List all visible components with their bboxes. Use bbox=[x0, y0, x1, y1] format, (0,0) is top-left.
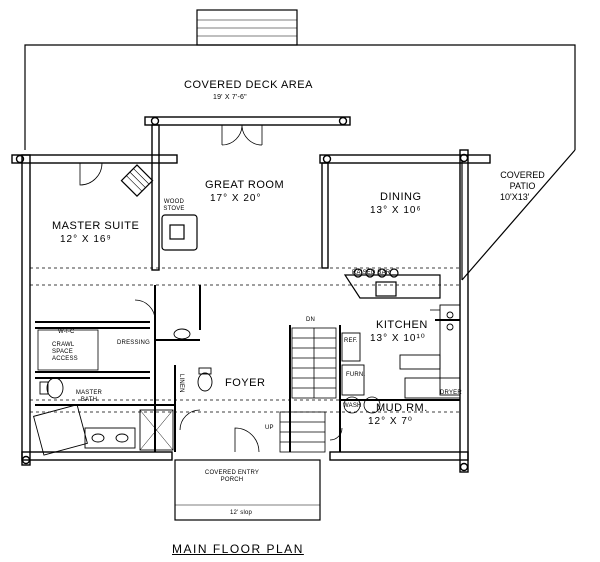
crawl-space bbox=[37, 329, 99, 371]
kitchen-label: KITCHEN bbox=[376, 319, 428, 331]
covered-entry-label: COVERED ENTRY PORCH bbox=[204, 470, 260, 483]
front-door bbox=[234, 427, 260, 453]
mud-room-size: 12° X 7⁰ bbox=[368, 416, 413, 427]
fireplace bbox=[120, 164, 154, 197]
entry-porch bbox=[174, 459, 321, 521]
great-room-size: 17° X 20° bbox=[210, 193, 262, 204]
bath-fixtures bbox=[33, 328, 213, 456]
covered-deck-label: COVERED DECK AREA bbox=[184, 79, 313, 91]
dryer-label: DRYER bbox=[440, 390, 462, 396]
kitchen-size: 13° X 10¹⁰ bbox=[370, 333, 426, 344]
entry-slope-note: 12' slop bbox=[230, 510, 253, 516]
ref-label: REF. bbox=[344, 338, 358, 344]
exterior-walls bbox=[11, 116, 491, 473]
deck-outline bbox=[24, 44, 576, 150]
covered-patio-label: COVERED PATIO bbox=[500, 170, 545, 191]
furn-label: FURN. bbox=[346, 372, 366, 378]
down-label: DN bbox=[306, 317, 316, 323]
raised-bar-label: RAISED BAR bbox=[352, 270, 391, 276]
plan-title: MAIN FLOOR PLAN bbox=[172, 542, 304, 556]
linen-label: LINEN bbox=[178, 374, 184, 393]
master-suite-label: MASTER SUITE bbox=[52, 220, 140, 232]
master-suite-size: 12° X 16⁹ bbox=[60, 234, 112, 245]
raised-bar bbox=[343, 274, 441, 299]
foyer-label: FOYER bbox=[225, 377, 266, 389]
up-label: UP bbox=[265, 425, 274, 431]
kitchen-counters bbox=[341, 304, 461, 399]
stairs bbox=[279, 327, 337, 453]
dining-size: 13° X 10⁶ bbox=[370, 205, 422, 216]
master-bath-label: MASTER BATH bbox=[75, 390, 103, 403]
covered-patio-size: 10'X13' bbox=[500, 192, 530, 202]
wood-stove bbox=[161, 214, 198, 251]
dressing-label: DRESSING bbox=[117, 340, 150, 346]
great-room-label: GREAT ROOM bbox=[205, 179, 285, 191]
great-room-doors bbox=[221, 124, 263, 146]
mud-room-label: MUD RM. bbox=[376, 402, 428, 414]
dining-label: DINING bbox=[380, 191, 422, 203]
wic-label: W-I-C bbox=[58, 329, 75, 335]
crawl-space-label: CRAWL SPACE ACCESS bbox=[52, 342, 78, 362]
wood-stove-label: WOOD STOVE bbox=[163, 199, 185, 212]
covered-deck-size: 19' X 7'-6" bbox=[213, 94, 247, 101]
wash-label: WASH bbox=[343, 403, 362, 409]
deck-stairs bbox=[196, 9, 298, 46]
patio-outline bbox=[461, 149, 576, 281]
